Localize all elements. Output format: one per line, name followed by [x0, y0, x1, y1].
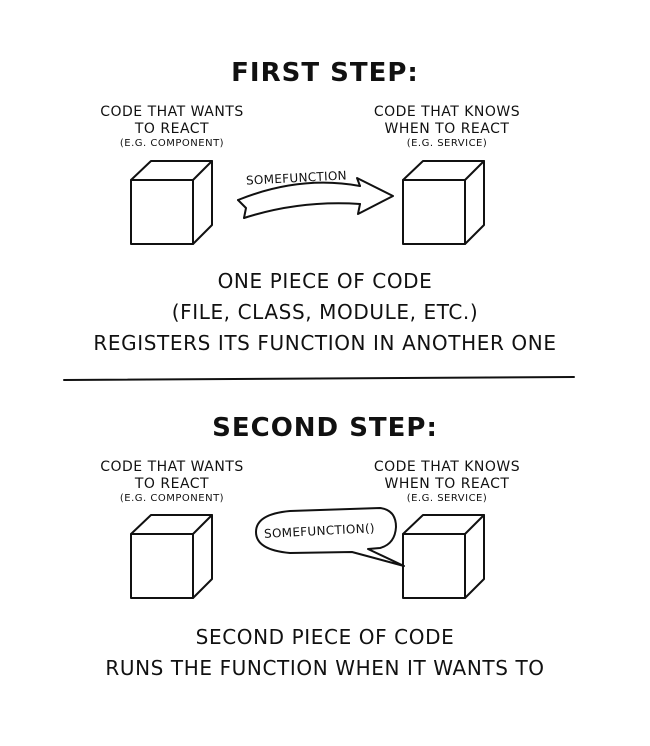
step1-right-title-line1: CODE THAT KNOWS	[373, 104, 521, 120]
step2-speech-bubble	[255, 507, 405, 567]
step1-caption: ONE PIECE OF CODE (FILE, CLASS, MODULE, …	[0, 266, 650, 359]
step2-right-title-line1: CODE THAT KNOWS	[373, 459, 521, 475]
step2-caption-line1: SECOND PIECE OF CODE	[195, 625, 455, 649]
step2-heading: SECOND STEP:	[212, 413, 438, 443]
step2-right-label: CODE THAT KNOWS WHEN TO REACT (E.G. SERV…	[342, 459, 552, 504]
step1-left-title-line1: CODE THAT WANTS	[100, 104, 244, 120]
step1-caption-line2: (FILE, CLASS, MODULE, ETC.)	[171, 300, 479, 324]
step1-caption-line1: ONE PIECE OF CODE	[217, 269, 433, 293]
step2-left-cube	[130, 514, 213, 599]
step1-heading: FIRST STEP:	[231, 58, 419, 88]
step1-left-label: CODE THAT WANTS TO REACT (E.G. COMPONENT…	[72, 104, 272, 149]
step2-left-label: CODE THAT WANTS TO REACT (E.G. COMPONENT…	[72, 459, 272, 504]
step1-caption-line3: REGISTERS ITS FUNCTION IN ANOTHER ONE	[93, 331, 557, 355]
step1-left-cube	[130, 160, 213, 245]
step1-left-subtitle: (E.G. COMPONENT)	[119, 138, 225, 149]
step2-caption: SECOND PIECE OF CODE RUNS THE FUNCTION W…	[0, 622, 650, 684]
step1-right-subtitle: (E.G. SERVICE)	[406, 138, 488, 149]
step2-right-subtitle: (E.G. SERVICE)	[406, 493, 488, 504]
step2-caption-line2: RUNS THE FUNCTION WHEN IT WANTS TO	[105, 656, 545, 680]
section-divider	[63, 376, 575, 381]
step1-right-title-line2: WHEN TO REACT	[384, 121, 510, 137]
step1-left-title-line2: TO REACT	[134, 121, 210, 137]
step1-curved-arrow	[237, 177, 394, 219]
step2-right-cube	[402, 514, 485, 599]
step1-right-label: CODE THAT KNOWS WHEN TO REACT (E.G. SERV…	[342, 104, 552, 149]
step2-left-subtitle: (E.G. COMPONENT)	[119, 493, 225, 504]
step2-left-title-line2: TO REACT	[134, 476, 210, 492]
step2-right-title-line2: WHEN TO REACT	[384, 476, 510, 492]
step2-left-title-line1: CODE THAT WANTS	[100, 459, 244, 475]
step1-right-cube	[402, 160, 485, 245]
